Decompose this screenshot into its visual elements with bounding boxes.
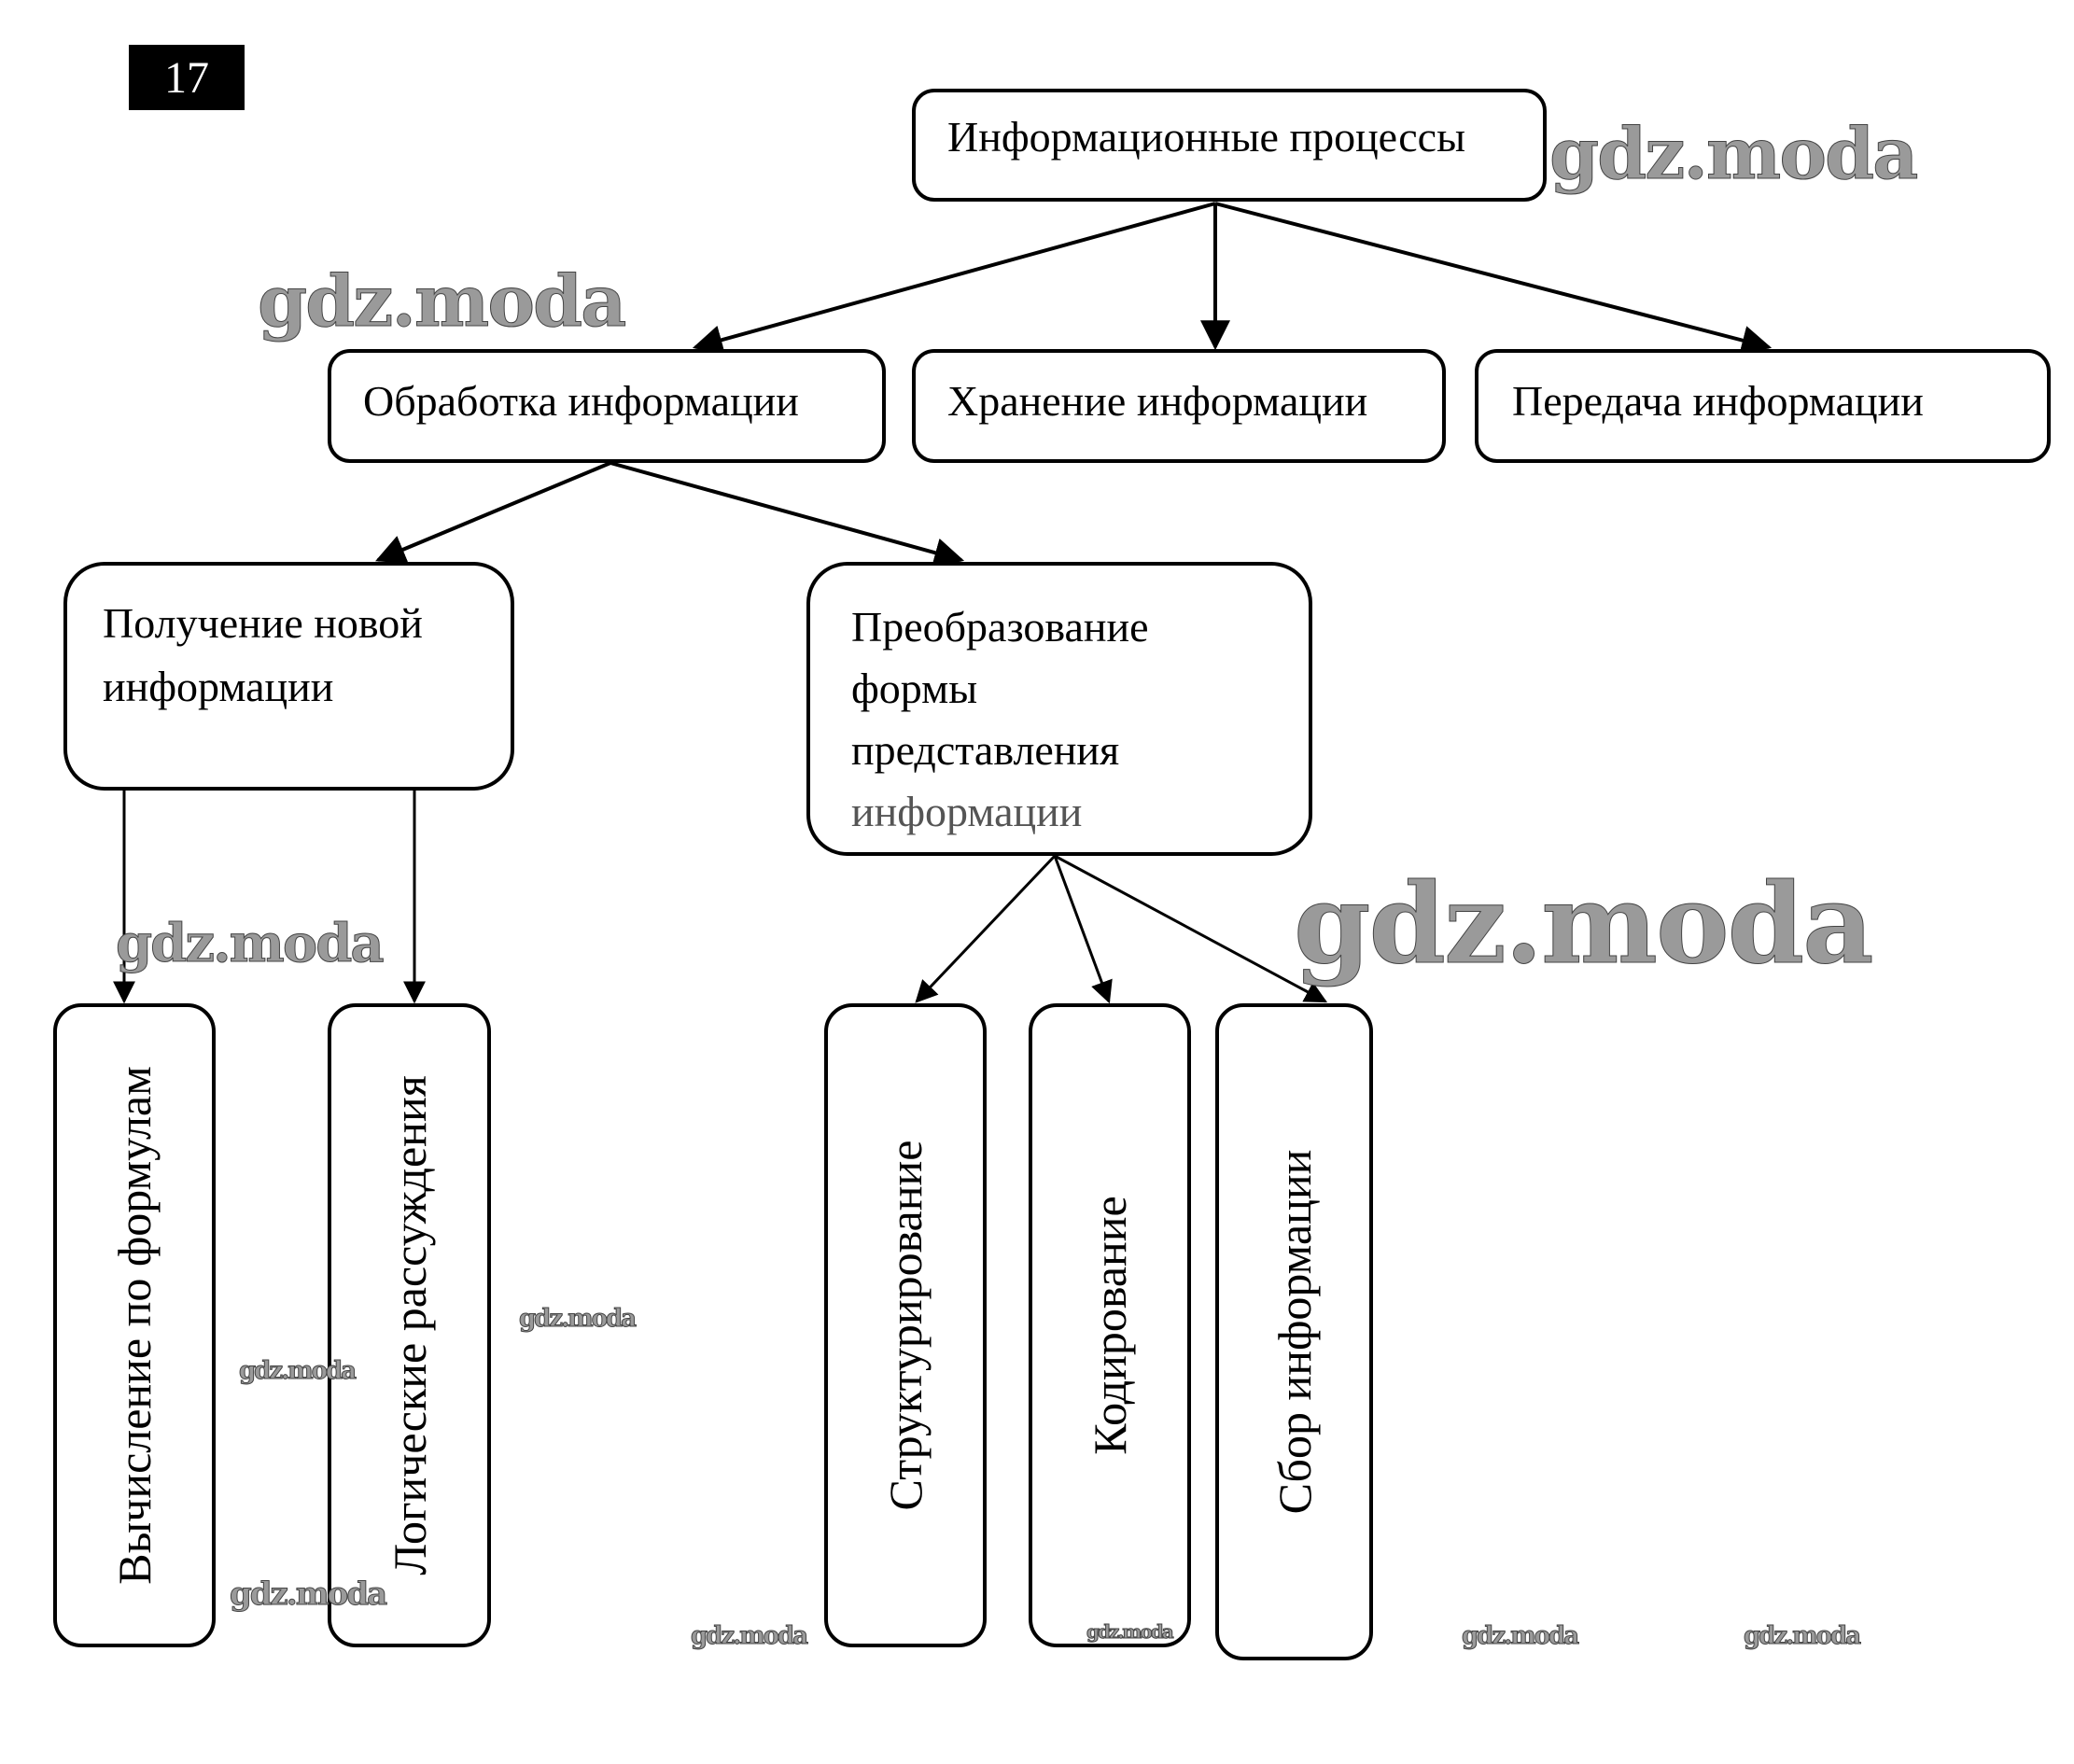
node-label: Информационные процессы xyxy=(947,113,1465,161)
arrow-processing-to-new-info xyxy=(375,461,611,564)
node-label-line-1: Получение новой xyxy=(103,599,423,647)
node-label: Вычисление по формулам xyxy=(108,1066,161,1585)
node-structuring: Структурирование xyxy=(824,1003,987,1647)
node-transform-representation: Преобразование формы представления инфор… xyxy=(806,562,1312,856)
watermark: gdz.moda xyxy=(1294,859,1875,989)
watermark: gdz.moda xyxy=(229,1575,387,1614)
arrow-transform-to-coding xyxy=(1053,855,1113,1004)
node-storage: Хранение информации xyxy=(912,349,1446,463)
node-information-processes: Информационные процессы xyxy=(912,89,1547,202)
node-processing: Обработка информации xyxy=(328,349,886,463)
watermark: gdz.moda xyxy=(690,1622,808,1651)
arrow-transform-to-collection xyxy=(1054,854,1328,1003)
arrow-root-to-processing xyxy=(692,202,1216,355)
node-label: Обработка информации xyxy=(363,377,799,425)
node-transfer: Передача информации xyxy=(1475,349,2051,463)
node-label-line-4: информации xyxy=(851,788,1083,835)
node-label: Структурирование xyxy=(879,1140,932,1511)
node-logical-reasoning: Логические рассуждения xyxy=(328,1003,491,1647)
arrow-root-to-transfer xyxy=(1214,202,1773,356)
watermark: gdz.moda xyxy=(518,1305,637,1334)
node-label-line-3: представления xyxy=(851,726,1120,774)
watermark: gdz.moda xyxy=(1461,1622,1579,1651)
arrow-processing-to-transform xyxy=(610,461,965,567)
page-number: 17 xyxy=(164,52,209,103)
node-label: Кодирование xyxy=(1084,1196,1136,1455)
watermark: gdz.moda xyxy=(1548,112,1918,196)
node-label-line-2: формы xyxy=(851,665,978,712)
watermark: gdz.moda xyxy=(238,1357,357,1386)
node-label-line-1: Преобразование xyxy=(851,603,1149,651)
watermark: gdz.moda xyxy=(1086,1620,1175,1644)
node-formula-calculation: Вычисление по формулам xyxy=(53,1003,216,1647)
watermark: gdz.moda xyxy=(116,913,385,975)
node-coding: Кодирование xyxy=(1029,1003,1191,1647)
arrow-transform-to-structuring xyxy=(915,854,1057,1003)
node-label-line-2: информации xyxy=(103,663,334,710)
node-label: Логические рассуждения xyxy=(383,1075,436,1575)
node-new-information: Получение новой информации xyxy=(63,562,514,791)
page-number-badge: 17 xyxy=(129,45,245,110)
node-label: Сбор информации xyxy=(1268,1149,1321,1515)
node-information-collection: Сбор информации xyxy=(1215,1003,1373,1660)
node-label: Передача информации xyxy=(1512,377,1924,425)
node-label: Хранение информации xyxy=(947,377,1368,425)
watermark: gdz.moda xyxy=(1743,1622,1861,1651)
watermark: gdz.moda xyxy=(257,259,626,343)
